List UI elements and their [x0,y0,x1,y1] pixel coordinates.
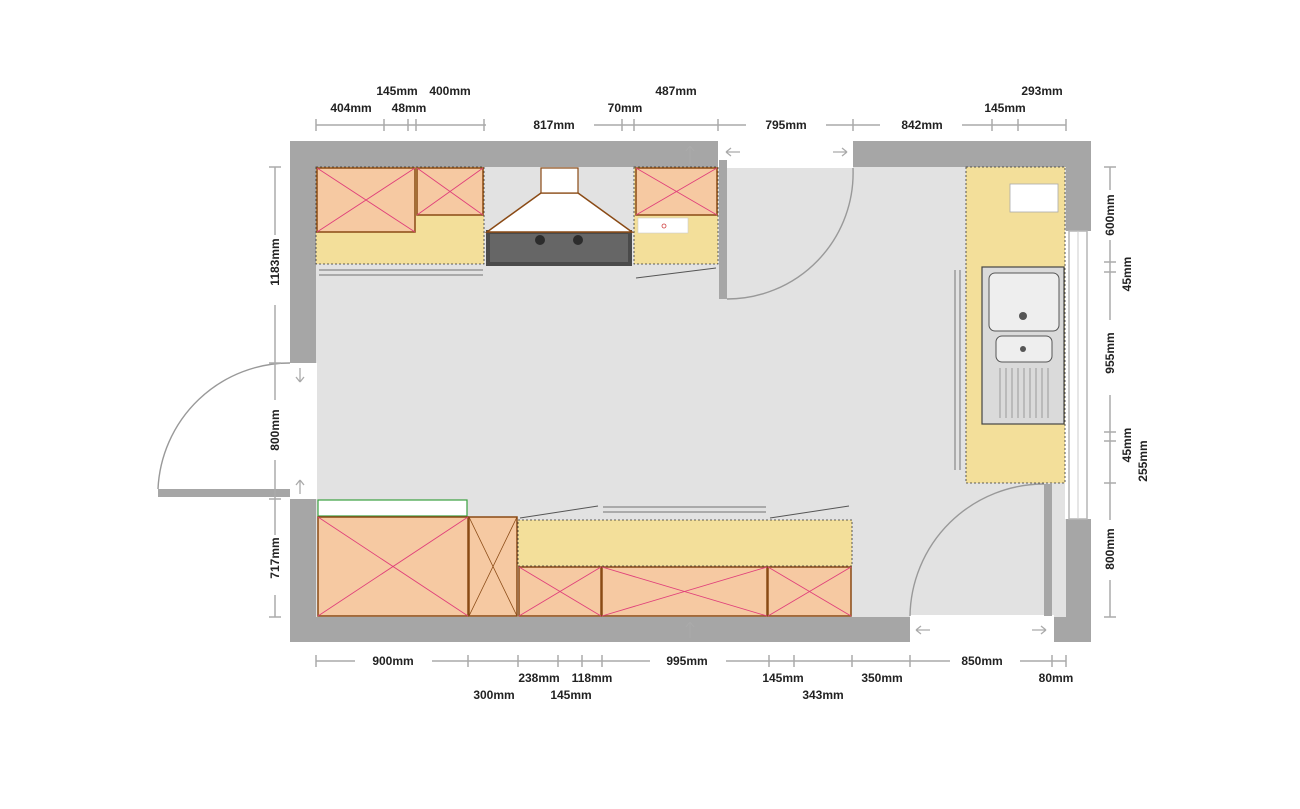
dim-label: 800mm [268,409,282,450]
dim-ticks-left [269,166,281,618]
dim-label: 145mm [984,101,1025,115]
dim-label: 48mm [392,101,427,115]
bottom-cabinet-1-cross [317,516,469,617]
top-door-leaf [719,160,727,299]
dim-label: 600mm [1103,194,1117,235]
dim-label: 145mm [550,688,591,702]
sink-drain-half-icon [1020,346,1026,352]
top-door-opening [718,141,853,168]
dim-label: 145mm [762,671,803,685]
dim-label: 850mm [961,654,1002,668]
bottom-tall-unit-top [317,499,468,517]
dim-label: 800mm [1103,528,1117,569]
dimension-lines [269,119,1116,667]
dim-ticks-bottom [315,655,1067,667]
dim-label: 404mm [330,101,371,115]
left-door-opening [289,363,317,499]
hob-burner-left-icon [535,235,545,245]
bottom-door-swing [909,483,1045,617]
dim-label: 255mm [1136,440,1150,481]
dim-label: 400mm [429,84,470,98]
bottom-door-line-2 [769,505,850,519]
dim-label: 817mm [533,118,574,132]
bottom-run [317,499,853,617]
top-door-arrow-right [833,147,848,157]
extractor-chimney [540,167,579,194]
dimension-labels-bottom: 900mm 995mm 850mm 238mm 118mm 145mm 350m… [372,654,1073,702]
dim-label: 145mm [376,84,417,98]
dim-label: 80mm [1039,671,1074,685]
dim-label: 995mm [666,654,707,668]
oven-control-panel [1009,183,1059,213]
bottom-door-opening [910,615,1054,643]
dim-label: 900mm [372,654,413,668]
drainer [999,368,1049,418]
dim-label: 238mm [518,671,559,685]
dim-label: 955mm [1103,332,1117,373]
hob-grill [490,234,628,262]
bottom-wall-arrow [685,621,695,638]
bottom-door-leaf [1044,484,1052,616]
hob-burner-right-icon [573,235,583,245]
dim-label: 300mm [473,688,514,702]
bottom-door-line-1 [519,505,599,519]
bottom-door-arrow-left [915,625,930,635]
dim-label: 1183mm [268,238,282,285]
bottom-cabinet-2-cross [468,516,518,617]
sink-drain-main-icon [1019,312,1027,320]
wall-cabinet-3-cross [635,167,718,216]
top-door-swing [726,167,854,300]
dimension-labels-left: 1183mm 800mm 717mm [268,238,282,578]
left-door-swing [157,362,291,490]
dim-label: 118mm [572,671,613,685]
top-right-door-line [635,267,717,279]
socket-plate [637,217,689,234]
dim-label: 795mm [765,118,806,132]
right-run [954,166,1066,484]
top-run [315,166,719,279]
bottom-worktop [517,519,853,567]
dim-label: 45mm [1120,257,1134,292]
bottom-cabinet-5-cross [767,566,852,617]
dim-label: 293mm [1021,84,1062,98]
left-door-leaf [158,489,290,497]
left-door-arrow-top [295,368,305,383]
doors [157,145,1052,638]
bottom-door-arrow-right [1032,625,1047,635]
wall-cabinet-1-cross [316,167,416,233]
bottom-cabinet-3-cross [518,566,602,617]
dim-label: 70mm [608,101,643,115]
dim-ticks-top [315,119,1067,131]
dimension-labels-right: 600mm 45mm 955mm 45mm 255mm 800mm [1103,194,1150,569]
top-door-arrow-left [725,147,740,157]
left-door-arrow-bottom [295,479,305,494]
dim-label: 45mm [1120,428,1134,463]
bottom-cabinet-4-cross [601,566,768,617]
dimension-labels-top: 145mm 400mm 487mm 293mm 404mm 48mm 70mm … [330,84,1062,132]
dim-ticks-right [1104,166,1116,618]
wall-cabinet-2-cross [416,167,484,216]
socket-icon [661,223,667,229]
dim-label: 350mm [861,671,902,685]
sink-main-bowl [988,272,1060,332]
dim-label: 487mm [655,84,696,98]
dim-label: 717mm [268,537,282,578]
dim-label: 343mm [802,688,843,702]
dim-label: 842mm [901,118,942,132]
top-wall-arrow [685,145,695,164]
